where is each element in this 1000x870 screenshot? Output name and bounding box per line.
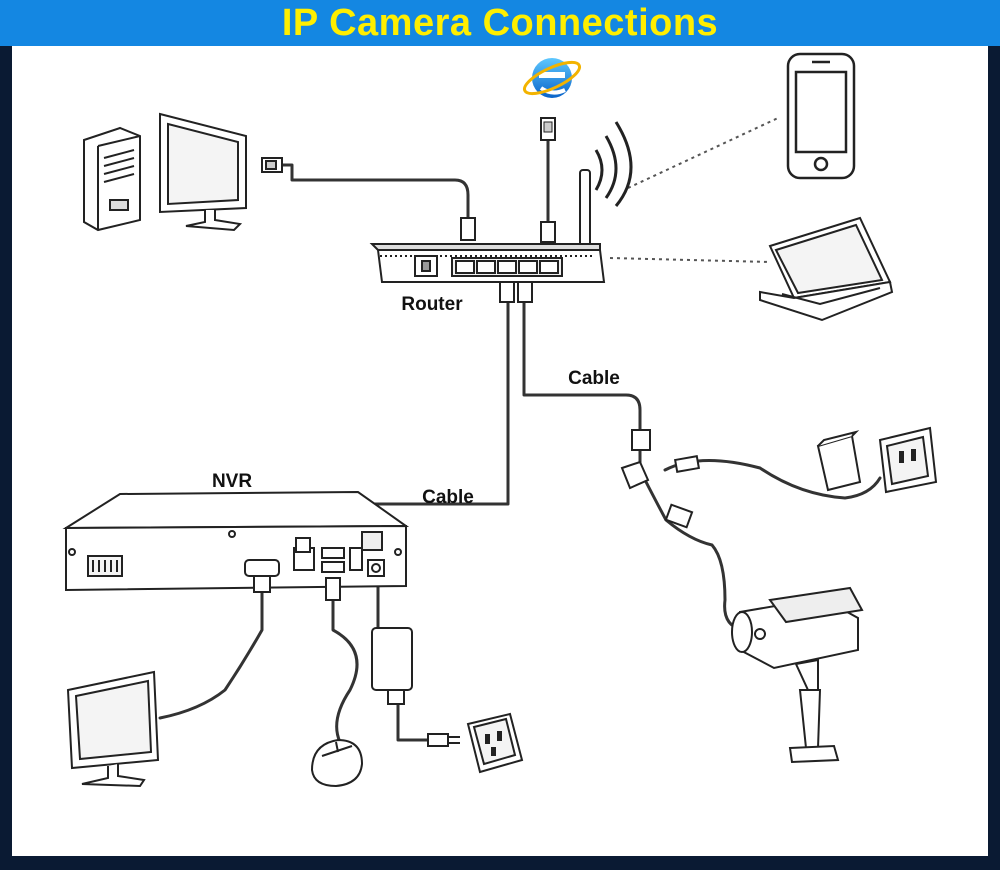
monitor-icon [160,114,246,230]
mouse-icon [312,740,362,786]
internet-explorer-icon [521,56,584,99]
connection-diagram: Router Cable Cable NVR [12,46,988,856]
router-label: Router [401,294,463,315]
router-icon [372,122,631,282]
power-plug-icon [428,734,460,746]
cable-vga [160,580,262,718]
bullet-camera-icon [732,588,862,762]
cable-mouse [333,600,357,742]
cable-nvr-power-plug [398,700,428,740]
header-bar: IP Camera Connections [0,0,1000,46]
rj45-plug-icon [500,282,532,302]
power-outlet-icon [880,428,936,492]
nvr-label: NVR [212,471,252,492]
power-outlet-icon [468,714,522,772]
power-adapter-icon [372,628,412,704]
rj45-plug-icon [541,118,555,140]
diagram-canvas: Router Cable Cable NVR [12,46,988,856]
cable-label-camera: Cable [568,368,620,389]
power-adapter-icon [818,432,860,490]
cable-router-camera [524,288,640,440]
rj45-plug-icon [262,158,282,172]
cable-pc-router [282,165,468,228]
rj45-plug-icon [461,218,555,242]
page-title: IP Camera Connections [282,2,718,45]
monitor-icon [68,672,158,786]
wireless-links [610,118,778,262]
cable-label-nvr: Cable [422,487,474,508]
smartphone-icon [788,54,854,178]
laptop-icon [760,218,892,320]
desktop-computer-icon [84,128,140,230]
nvr-icon [66,492,406,590]
